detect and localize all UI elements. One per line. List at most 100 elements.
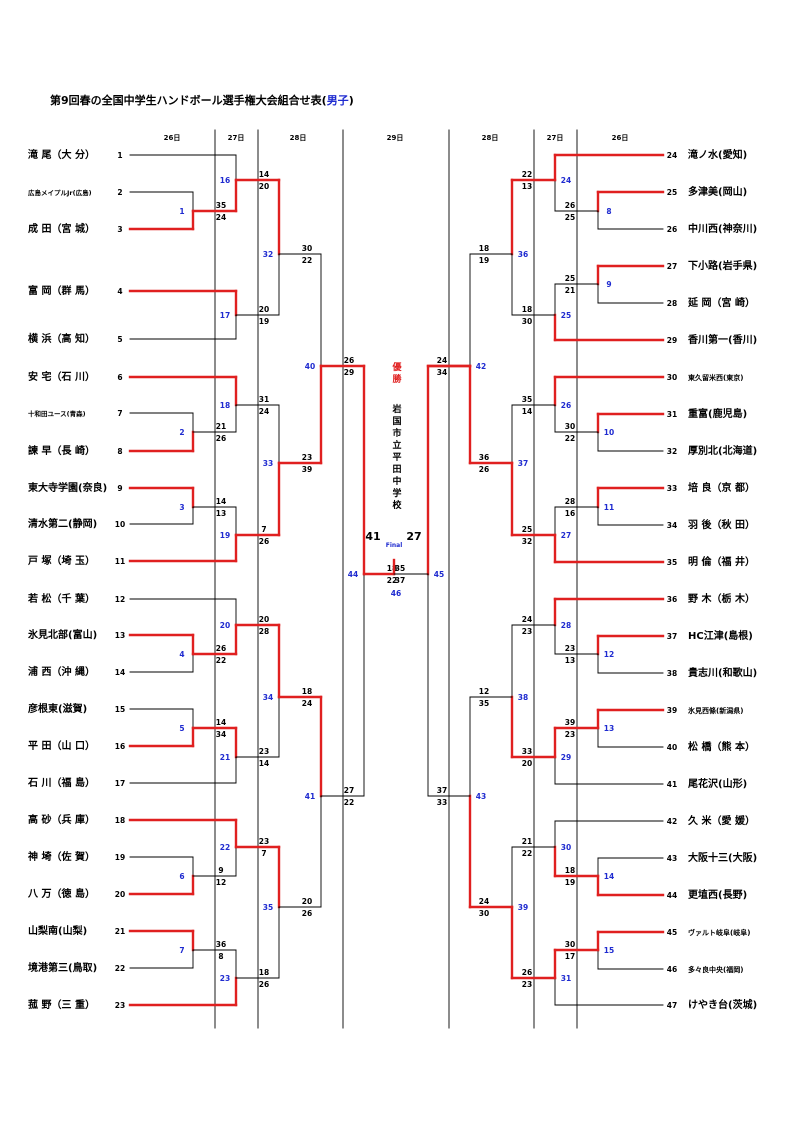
team-number: 11 xyxy=(115,557,125,566)
game-number: 8 xyxy=(606,207,611,216)
team-name: 大阪十三(大阪) xyxy=(688,851,757,864)
score: 24 xyxy=(216,213,226,222)
score: 14 xyxy=(216,718,226,727)
score: 33 xyxy=(437,798,447,807)
score: 25 xyxy=(565,213,575,222)
champion-school: 平 xyxy=(392,452,401,463)
team-number: 41 xyxy=(667,780,677,789)
score: 36 xyxy=(216,940,226,949)
team-name: 更埴西(長野) xyxy=(688,888,747,901)
team-name: 東大寺学園(奈良) xyxy=(28,481,107,494)
score: 28 xyxy=(259,627,269,636)
team-number: 47 xyxy=(667,1001,677,1010)
score: 23 xyxy=(565,644,575,653)
team-name: 尾花沢(山形) xyxy=(688,777,747,790)
score: 37 xyxy=(395,576,405,585)
team-name: 多々良中央(福岡) xyxy=(688,965,743,974)
team-name: 東久留米西(東京) xyxy=(688,373,743,382)
game-number: 26 xyxy=(561,401,571,410)
score: 26 xyxy=(216,434,226,443)
team-number: 36 xyxy=(667,595,677,604)
score: 26 xyxy=(565,201,575,210)
team-name: 広島メイプルJr(広島) xyxy=(28,188,92,197)
champion-label: 優 xyxy=(391,361,402,373)
title-gender: 男子 xyxy=(326,94,349,107)
date-header: 27日 xyxy=(547,134,564,142)
game-number: 17 xyxy=(220,311,230,320)
game-number: 30 xyxy=(561,843,571,852)
game-number: 43 xyxy=(476,792,486,801)
game-number: 23 xyxy=(220,974,230,983)
score: 31 xyxy=(259,395,269,404)
score: 36 xyxy=(479,453,489,462)
score: 19 xyxy=(259,317,269,326)
score: 35 xyxy=(479,699,489,708)
team-name: 境港第三(鳥取) xyxy=(28,961,97,974)
game-number: 46 xyxy=(391,589,401,598)
score: 30 xyxy=(479,909,489,918)
team-number: 40 xyxy=(667,743,677,752)
team-name: 浦 西（沖 縄） xyxy=(28,665,95,678)
team-number: 24 xyxy=(667,151,677,160)
score: 22 xyxy=(344,798,354,807)
score: 27 xyxy=(344,786,354,795)
team-number: 13 xyxy=(115,631,125,640)
score: 26 xyxy=(479,465,489,474)
score: 23 xyxy=(259,747,269,756)
team-number: 15 xyxy=(115,705,125,714)
team-number: 22 xyxy=(115,964,125,973)
date-header: 29日 xyxy=(387,134,404,142)
score: 13 xyxy=(522,182,532,191)
score: 12 xyxy=(479,687,489,696)
game-number: 11 xyxy=(604,503,614,512)
team-name: 高 砂（兵 庫） xyxy=(28,813,95,826)
score: 21 xyxy=(565,286,575,295)
game-number: 18 xyxy=(220,401,230,410)
score: 23 xyxy=(259,837,269,846)
game-number: 44 xyxy=(348,570,358,579)
team-number: 18 xyxy=(115,816,125,825)
game-number: 45 xyxy=(434,570,444,579)
team-name: 神 埼（佐 賀） xyxy=(28,850,95,863)
game-number: 39 xyxy=(518,903,528,912)
score: 22 xyxy=(387,576,397,585)
score: 22 xyxy=(522,849,532,858)
team-name: 羽 後（秋 田） xyxy=(688,518,755,531)
team-number: 37 xyxy=(667,632,677,641)
game-number: 41 xyxy=(305,792,315,801)
score: 24 xyxy=(259,407,269,416)
team-number: 16 xyxy=(115,742,125,751)
team-number: 10 xyxy=(115,520,125,529)
game-number: 2 xyxy=(179,428,184,437)
score: 18 xyxy=(302,687,312,696)
team-number: 28 xyxy=(667,299,677,308)
score: 25 xyxy=(565,274,575,283)
team-name: 若 松（千 葉） xyxy=(27,592,95,605)
champion-school: 中 xyxy=(392,475,401,487)
champion-school: 校 xyxy=(392,499,402,511)
team-number: 9 xyxy=(117,484,122,493)
score: 35 xyxy=(522,395,532,404)
score: 33 xyxy=(522,747,532,756)
score: 20 xyxy=(522,759,532,768)
team-number: 20 xyxy=(115,890,125,899)
team-name: 滝 尾（大 分） xyxy=(28,148,95,161)
score: 35 xyxy=(216,201,226,210)
score: 14 xyxy=(259,170,269,179)
score: 14 xyxy=(522,407,532,416)
score: 25 xyxy=(522,525,532,534)
team-number: 14 xyxy=(115,668,125,677)
game-number: 14 xyxy=(604,872,614,881)
team-name: 野 木（栃 木） xyxy=(688,592,755,605)
team-number: 4 xyxy=(117,287,122,296)
score: 23 xyxy=(522,627,532,636)
score: 13 xyxy=(565,656,575,665)
score: 24 xyxy=(479,897,489,906)
score: 30 xyxy=(302,244,312,253)
game-number: 40 xyxy=(305,362,315,371)
score: 32 xyxy=(522,537,532,546)
title-close: ) xyxy=(348,94,354,107)
team-name: 安 宅（石 川） xyxy=(28,370,95,383)
score: 17 xyxy=(565,952,575,961)
